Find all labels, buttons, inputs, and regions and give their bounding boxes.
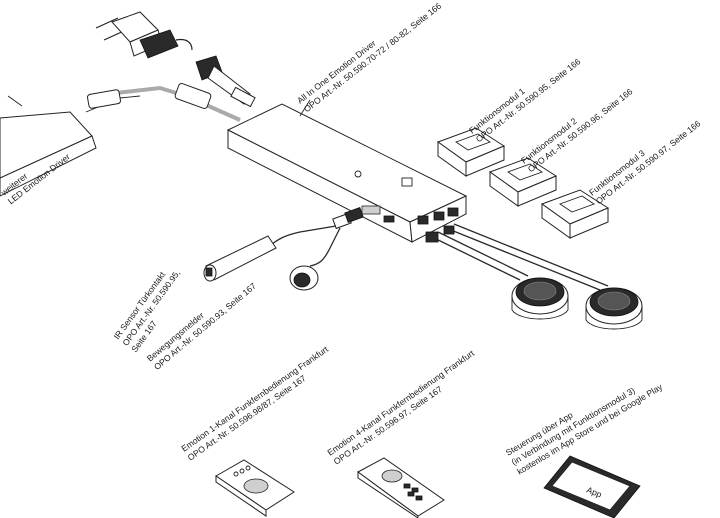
label-driver: All In One Emotion Driver OPO Art.-Nr. 5…	[295, 1, 443, 115]
motion-detector	[289, 265, 319, 291]
module3-label-article: OPO Art.-Nr. 50.590.97, Seite 166	[594, 118, 703, 206]
module2-label-article: OPO Art.-Nr. 50.590.96, Seite 166	[526, 86, 635, 174]
sensor-cables	[271, 207, 364, 267]
label-app-control: Steuerung über App (in Verbindung mit Fu…	[504, 381, 665, 476]
label-remote-1: Emotion 1-Kanal Funkfernbedienung Frankf…	[179, 344, 330, 463]
remote-1-channel	[215, 459, 295, 517]
label-remote-4: Emotion 4-Kanal Funkfernbedienung Frankf…	[325, 348, 476, 467]
leader-lines	[7, 95, 311, 117]
remote4-label-article: OPO Art.-Nr. 50.596.97, Seite 167	[332, 384, 444, 467]
mains-coupler	[195, 55, 256, 108]
app-label-line2: (in Verbindung mit Funktionsmodul 3)	[510, 385, 637, 467]
ir-sensor	[203, 235, 277, 282]
further-led-emotion-driver	[0, 95, 141, 197]
function-module-2	[488, 157, 558, 207]
smartphone: App	[543, 455, 641, 518]
driver-link-cable	[87, 83, 241, 122]
function-module-1	[436, 127, 506, 177]
remote-4-channel	[357, 457, 445, 518]
led-spot-1	[511, 277, 569, 320]
all-in-one-emotion-driver	[226, 103, 468, 243]
remote1-label-article: OPO Art.-Nr. 50.596.98/87, Seite 167	[186, 373, 308, 463]
spot-cables	[425, 223, 609, 291]
function-module-3	[540, 189, 610, 239]
label-module-3: Funktionsmodul 3 OPO Art.-Nr. 50.590.97,…	[587, 118, 703, 206]
driver-label-name: All In One Emotion Driver	[295, 38, 378, 106]
mains-plug	[95, 11, 193, 59]
led-spot-2	[585, 287, 643, 330]
motion-label-article: OPO Art.-Nr. 50.590.93, Seite 167	[152, 281, 258, 372]
remote4-label-name: Emotion 4-Kanal Funkfernbedienung Frankf…	[325, 348, 476, 458]
driver-label-article: OPO Art.-Nr. 50.590.70-72 / 80-82, Seite…	[302, 1, 443, 115]
remote1-label-name: Emotion 1-Kanal Funkfernbedienung Frankf…	[179, 344, 330, 454]
